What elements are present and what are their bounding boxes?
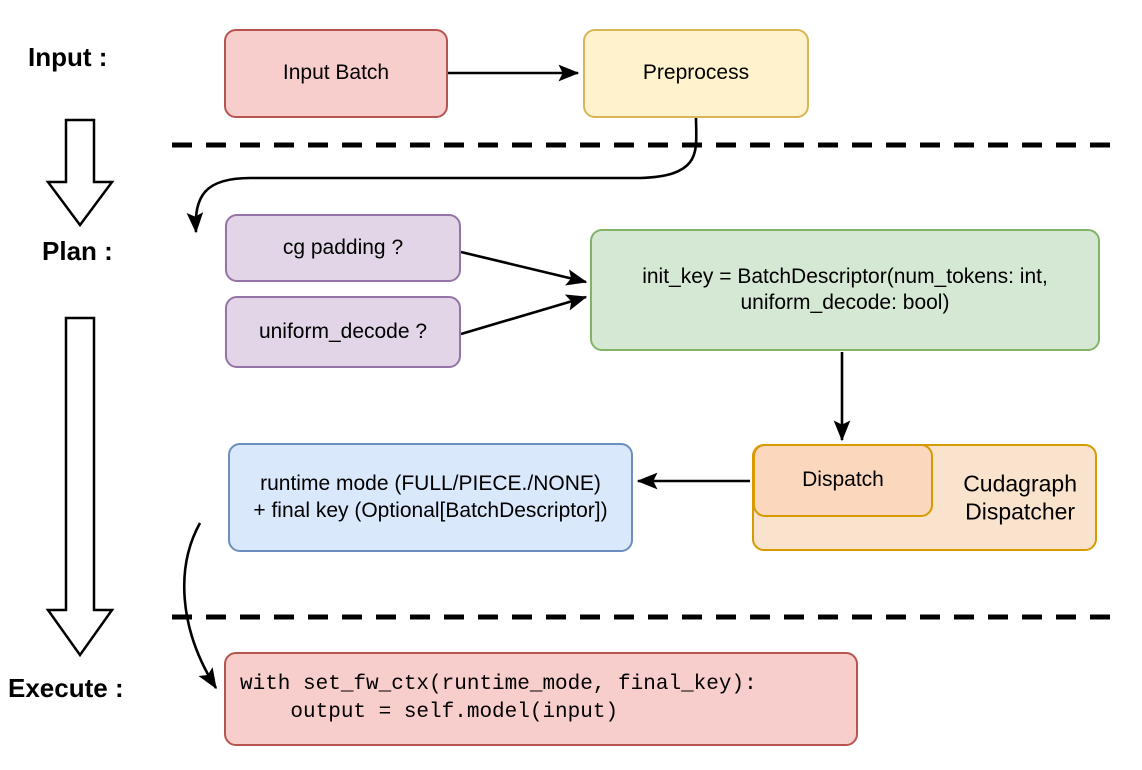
stage-label-execute: Execute : xyxy=(8,673,124,703)
cudagraph-dispatcher-label: Cudagraph Dispatcher xyxy=(963,469,1077,525)
stage-label-plan: Plan : xyxy=(42,236,113,266)
input-to-plan-arrow xyxy=(45,118,115,228)
node-dispatch[interactable]: Dispatch xyxy=(753,444,933,517)
node-cg-padding[interactable]: cg padding ? xyxy=(225,214,461,282)
edge-runtime-mode-to-execute-code xyxy=(182,522,218,690)
edge-uniform-decode-to-init-key xyxy=(460,294,588,336)
node-runtime-mode[interactable]: runtime mode (FULL/PIECE./NONE) + final … xyxy=(228,443,633,552)
edge-cg-padding-to-init-key xyxy=(460,250,588,286)
plan-to-execute-arrow xyxy=(45,316,115,658)
node-preprocess[interactable]: Preprocess xyxy=(583,29,809,118)
stage-label-input: Input : xyxy=(28,42,108,72)
node-uniform-decode[interactable]: uniform_decode ? xyxy=(225,296,461,368)
node-input-batch[interactable]: Input Batch xyxy=(224,29,448,118)
node-init-key[interactable]: init_key = BatchDescriptor(num_tokens: i… xyxy=(590,229,1100,351)
node-execute-code[interactable]: with set_fw_ctx(runtime_mode, final_key)… xyxy=(224,652,858,746)
edge-preprocess-to-cg-padding xyxy=(186,116,698,234)
